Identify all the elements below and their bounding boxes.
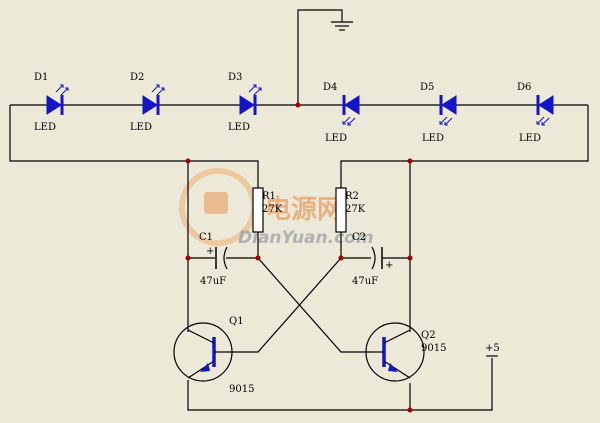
supply-label: +5 <box>485 343 500 354</box>
transistor-q2-ref: Q2 <box>421 330 436 341</box>
led-d1-triangle <box>46 95 62 115</box>
light-emit-icon <box>536 116 550 126</box>
emitter-arrow-icon <box>388 363 398 372</box>
led-d5: D5 LED <box>420 82 457 144</box>
resistor-r1: R1 27K <box>252 187 283 233</box>
led-d3: D3 LED <box>228 72 262 133</box>
supply-wire <box>410 358 493 411</box>
transistor-q1: Q1 9015 <box>173 316 254 395</box>
led-d2-ref: D2 <box>130 72 144 83</box>
capacitor-c1-ref: C1 <box>199 232 213 243</box>
resistor-r2: R2 27K <box>335 187 366 233</box>
cross-wire-to-q2 <box>257 257 371 353</box>
left-loop-wire <box>9 105 259 173</box>
capacitor-c1-polarity: + <box>206 246 214 257</box>
led-d6-ref: D6 <box>517 82 531 93</box>
led-d3-type: LED <box>228 122 250 133</box>
led-chain-wires <box>9 9 589 173</box>
led-d1-ref: D1 <box>34 72 48 83</box>
light-emit-icon <box>248 84 262 96</box>
emitter-bus <box>187 380 411 411</box>
light-emit-icon <box>342 116 356 126</box>
light-emit-icon <box>151 84 165 96</box>
power-supply: +5 <box>485 343 500 357</box>
capacitor-c1: + C1 47uF <box>199 232 228 287</box>
watermark-cn: 电源网 <box>265 195 343 225</box>
capacitor-c2-ref: C2 <box>352 232 366 243</box>
capacitor-c1-value: 47uF <box>200 276 226 287</box>
led-d6: D6 LED <box>517 82 554 144</box>
junction-dot <box>407 407 413 413</box>
led-d4-type: LED <box>325 133 347 144</box>
led-d1: D1 LED <box>34 72 69 133</box>
resistor-r1-ref: R1 <box>262 191 276 202</box>
resistor-r2-body <box>335 187 347 233</box>
led-d1-type: LED <box>34 122 56 133</box>
transistor-q2: Q2 9015 <box>365 322 446 382</box>
transistor-q2-part: 9015 <box>421 343 446 354</box>
led-d3-ref: D3 <box>228 72 242 83</box>
cross-wire-to-q1 <box>227 257 342 353</box>
light-emit-icon <box>439 116 453 126</box>
junction-dot <box>407 255 413 261</box>
led-d2-type: LED <box>130 122 152 133</box>
capacitor-c2-value: 47uF <box>352 276 378 287</box>
watermark-en: DianYuan.com <box>238 228 374 248</box>
resistor-r1-body <box>252 187 264 233</box>
transistor-q1-part: 9015 <box>229 384 254 395</box>
capacitor-c2-curved-plate <box>371 246 376 270</box>
junction-dot <box>338 255 344 261</box>
junction-dot <box>185 255 191 261</box>
transistor-q2-body <box>365 322 425 382</box>
ground-wire <box>297 9 343 105</box>
multivibrator-wires <box>185 158 493 413</box>
emitter-arrow-icon <box>200 363 210 372</box>
led-d5-ref: D5 <box>420 82 434 93</box>
led-d5-type: LED <box>422 133 444 144</box>
capacitor-c2: + C2 47uF <box>352 232 393 287</box>
capacitor-c1-curved-plate <box>223 246 228 270</box>
ground-icon <box>331 21 353 31</box>
led-d2-triangle <box>142 95 158 115</box>
light-emit-icon <box>55 84 69 96</box>
led-d6-type: LED <box>519 133 541 144</box>
led-d2: D2 LED <box>130 72 165 133</box>
transistor-q1-ref: Q1 <box>229 316 244 327</box>
junction-dot <box>185 158 191 164</box>
resistor-r1-value: 27K <box>262 204 283 215</box>
junction-dot <box>407 158 413 164</box>
transistor-q1-body <box>173 322 233 382</box>
led-d5-triangle <box>441 95 457 115</box>
led-d4-ref: D4 <box>323 82 337 93</box>
led-d4-triangle <box>344 95 360 115</box>
led-d3-triangle <box>239 95 255 115</box>
resistor-r2-ref: R2 <box>345 191 359 202</box>
right-loop-wire <box>340 105 589 173</box>
junction-dot <box>295 102 301 108</box>
led-d6-triangle <box>538 95 554 115</box>
watermark: 电源网 DianYuan.com <box>179 168 374 248</box>
capacitor-c2-polarity: + <box>385 260 393 271</box>
led-d4: D4 LED <box>323 82 360 144</box>
watermark-plug-body <box>204 192 228 214</box>
junction-dot <box>255 255 261 261</box>
resistor-r2-value: 27K <box>345 204 366 215</box>
